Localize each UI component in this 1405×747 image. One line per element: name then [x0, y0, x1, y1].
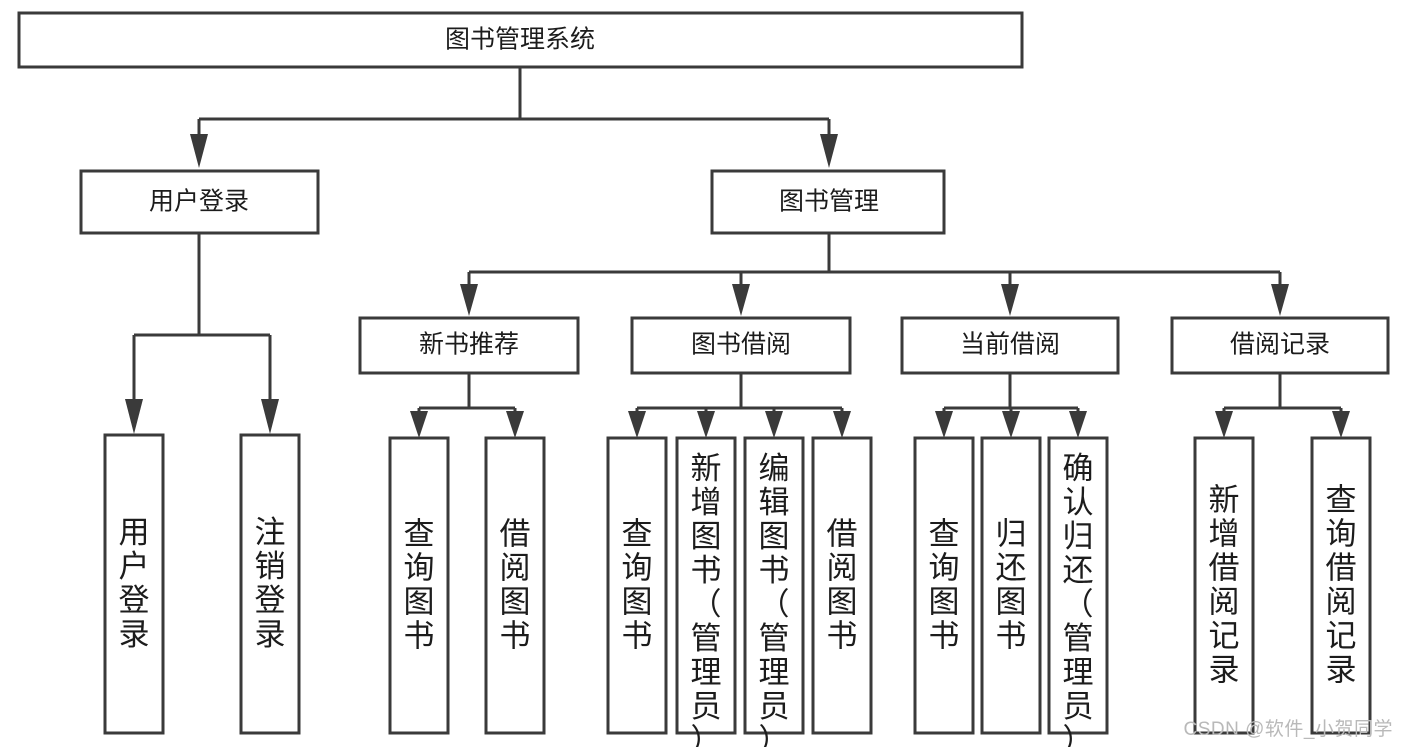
node-leaf-borrow-book-1[interactable]: 借阅图书 [484, 436, 546, 735]
node-leaf-confirm-return[interactable]: 确认归还（管理员） [1047, 436, 1109, 747]
node-leaf-query-book-2-label: 查询图书 [622, 517, 653, 654]
node-leaf-query-book-3[interactable]: 查询图书 [913, 436, 975, 735]
node-book-borrow-label: 图书借阅 [691, 331, 791, 359]
arrow-leaf-logout [261, 399, 279, 434]
node-leaf-add-record-box[interactable] [1193, 436, 1255, 735]
node-new-book-recommend[interactable]: 新书推荐 [358, 316, 580, 375]
node-leaf-logout[interactable]: 注销登录 [239, 433, 301, 735]
node-leaf-logout-label: 注销登录 [255, 515, 286, 652]
node-leaf-query-book-1-label: 查询图书 [404, 517, 435, 654]
watermark-credit: CSDN @软件_小贺同学 [1183, 719, 1393, 740]
node-book-borrow-box[interactable] [630, 316, 852, 375]
node-book-manage[interactable]: 图书管理 [710, 169, 946, 235]
arrow-book-borrow [732, 284, 750, 316]
arrow-leaf-borrow-book-2 [833, 411, 851, 438]
node-leaf-edit-book-box[interactable] [743, 436, 805, 735]
node-leaf-query-book-2[interactable]: 查询图书 [606, 436, 668, 735]
arrow-leaf-query-book-1 [410, 411, 428, 438]
node-leaf-add-record[interactable]: 新增借阅记录 [1193, 436, 1255, 735]
arrow-leaf-edit-book [765, 411, 783, 438]
node-leaf-borrow-book-1-box[interactable] [484, 436, 546, 735]
arrow-user-login [190, 134, 208, 168]
node-leaf-return-book-label: 归还图书 [996, 517, 1027, 654]
arrow-leaf-user-login [125, 399, 143, 434]
node-new-book-recommend-label: 新书推荐 [419, 331, 519, 359]
node-leaf-return-book-box[interactable] [980, 436, 1042, 735]
node-current-borrow-label: 当前借阅 [960, 331, 1060, 359]
node-leaf-user-login[interactable]: 用户登录 [103, 433, 165, 735]
node-leaf-user-login-label: 用户登录 [119, 515, 150, 652]
node-leaf-borrow-book-2[interactable]: 借阅图书 [811, 436, 873, 735]
node-leaf-edit-book-label: 编辑图书（管理员） [759, 451, 790, 747]
node-book-manage-label: 图书管理 [779, 188, 879, 216]
arrow-leaf-confirm-return [1069, 411, 1087, 438]
node-leaf-query-book-3-label: 查询图书 [929, 517, 960, 654]
node-borrow-record-label: 借阅记录 [1230, 331, 1330, 359]
node-leaf-query-book-2-box[interactable] [606, 436, 668, 735]
node-borrow-record[interactable]: 借阅记录 [1170, 316, 1390, 375]
node-leaf-add-book[interactable]: 新增图书（管理员） [675, 436, 737, 747]
node-leaf-query-record-label: 查询借阅记录 [1326, 483, 1357, 688]
node-leaf-borrow-book-1-label: 借阅图书 [500, 517, 531, 654]
arrow-leaf-query-book-3 [935, 411, 953, 438]
node-leaf-query-book-1[interactable]: 查询图书 [388, 436, 450, 735]
node-leaf-query-book-1-box[interactable] [388, 436, 450, 735]
arrow-borrow-record [1271, 284, 1289, 316]
arrow-book-manage [820, 134, 838, 168]
node-leaf-user-login-box[interactable] [103, 433, 165, 735]
node-leaf-query-record[interactable]: 查询借阅记录 [1310, 436, 1372, 735]
arrow-leaf-return-book [1002, 411, 1020, 438]
node-leaf-add-record-label: 新增借阅记录 [1209, 483, 1240, 688]
node-borrow-record-box[interactable] [1170, 316, 1390, 375]
node-user-login-label: 用户登录 [149, 188, 249, 216]
arrow-new-book-recommend [460, 284, 478, 316]
arrow-leaf-query-book-2 [628, 411, 646, 438]
arrow-leaf-query-record [1332, 411, 1350, 438]
node-leaf-query-record-box[interactable] [1310, 436, 1372, 735]
node-new-book-recommend-box[interactable] [358, 316, 580, 375]
node-current-borrow-box[interactable] [900, 316, 1120, 375]
node-leaf-confirm-return-box[interactable] [1047, 436, 1109, 735]
arrow-leaf-add-book [697, 411, 715, 438]
node-root-box[interactable] [17, 11, 1024, 69]
node-root[interactable]: 图书管理系统 [17, 11, 1024, 69]
node-leaf-query-book-3-box[interactable] [913, 436, 975, 735]
node-user-login-box[interactable] [79, 169, 320, 235]
node-current-borrow[interactable]: 当前借阅 [900, 316, 1120, 375]
node-leaf-edit-book[interactable]: 编辑图书（管理员） [743, 436, 805, 747]
node-root-label: 图书管理系统 [445, 26, 595, 54]
node-book-borrow[interactable]: 图书借阅 [630, 316, 852, 375]
node-book-manage-box[interactable] [710, 169, 946, 235]
node-leaf-borrow-book-2-box[interactable] [811, 436, 873, 735]
node-user-login[interactable]: 用户登录 [79, 169, 320, 235]
node-leaf-logout-box[interactable] [239, 433, 301, 735]
node-leaf-add-book-label: 新增图书（管理员） [691, 451, 722, 747]
node-leaf-return-book[interactable]: 归还图书 [980, 436, 1042, 735]
node-leaf-confirm-return-label: 确认归还（管理员） [1063, 451, 1094, 747]
node-leaf-add-book-box[interactable] [675, 436, 737, 735]
connector-layer [125, 67, 1350, 438]
arrow-leaf-borrow-book-1 [506, 411, 524, 438]
arrow-leaf-add-record [1215, 411, 1233, 438]
arrow-current-borrow [1001, 284, 1019, 316]
node-leaf-borrow-book-2-label: 借阅图书 [827, 517, 858, 654]
